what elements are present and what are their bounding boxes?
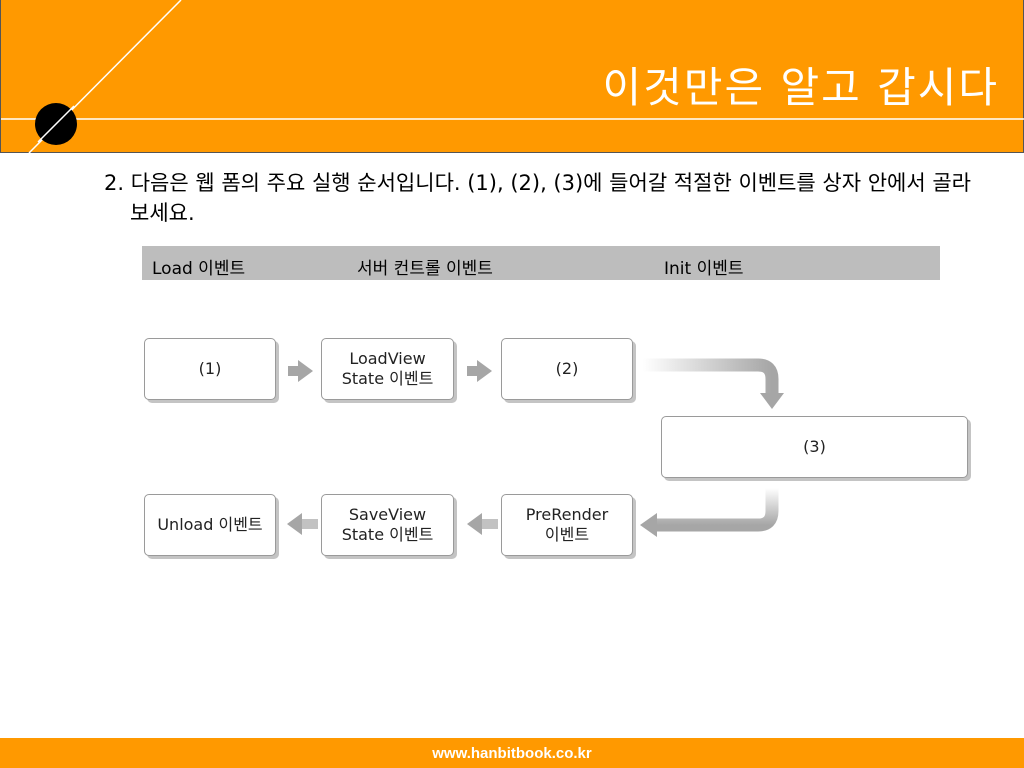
flow-box-saveviewstate: SaveView State 이벤트 (321, 494, 454, 556)
flow-box-3: (3) (661, 416, 968, 478)
page-title: 이것만은 알고 갑시다 (602, 63, 999, 112)
flow-box-loadviewstate: LoadView State 이벤트 (321, 338, 454, 400)
footer-bar: www.hanbitbook.co.kr (0, 738, 1024, 768)
header-circle-slash (37, 105, 75, 143)
header-banner: 이것만은 알고 갑시다 (0, 0, 1024, 153)
arrow-curve-down-icon (643, 358, 784, 409)
arrow-right-icon (467, 360, 492, 382)
choice-item: Init 이벤트 (664, 259, 744, 279)
flow-box-unload: Unload 이벤트 (144, 494, 276, 556)
header-decoration (1, 0, 1024, 153)
arrow-right-icon (288, 360, 313, 382)
choice-bar: Load 이벤트 서버 컨트롤 이벤트 Init 이벤트 (142, 246, 940, 280)
flow-box-2: (2) (501, 338, 633, 400)
arrow-curve-left-icon (640, 488, 779, 537)
arrow-left-icon (467, 513, 498, 535)
flow-box-prerender: PreRender 이벤트 (501, 494, 633, 556)
question-text: 2. 다음은 웹 폼의 주요 실행 순서입니다. (1), (2), (3)에 … (104, 171, 971, 225)
choice-item: Load 이벤트 (152, 259, 246, 279)
arrow-left-icon (287, 513, 318, 535)
choice-item: 서버 컨트롤 이벤트 (357, 259, 493, 279)
footer-url: www.hanbitbook.co.kr (432, 745, 592, 762)
flow-box-1: (1) (144, 338, 276, 400)
